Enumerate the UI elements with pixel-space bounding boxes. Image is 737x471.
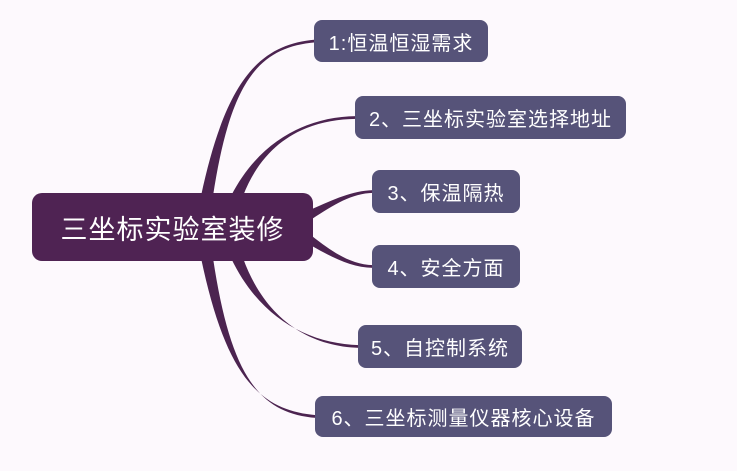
root-node[interactable]: 三坐标实验室装修: [32, 193, 313, 261]
branch-node-5[interactable]: 5、自控制系统: [358, 325, 522, 368]
branch-connector-1: [201, 39, 315, 196]
branch-node-4[interactable]: 4、安全方面: [372, 245, 520, 288]
branch-node-1[interactable]: 1:恒温恒湿需求: [314, 20, 488, 62]
branch-connector-2: [231, 116, 356, 196]
branch-node-6[interactable]: 6、三坐标测量仪器核心设备: [315, 396, 612, 437]
branch-node-label: 2、三坐标实验室选择地址: [368, 109, 613, 131]
branch-node-label: 3、保温隔热: [387, 183, 505, 205]
branch-connector-5: [231, 258, 359, 348]
branch-connector-6: [201, 258, 316, 418]
branch-connector-4: [312, 236, 373, 268]
branch-node-label: 4、安全方面: [387, 258, 505, 280]
branch-connector-3: [312, 190, 373, 219]
root-node-label: 三坐标实验室装修: [60, 214, 285, 245]
branch-node-3[interactable]: 3、保温隔热: [372, 170, 520, 213]
branch-node-label: 6、三坐标测量仪器核心设备: [331, 408, 596, 430]
branch-node-label: 1:恒温恒湿需求: [328, 32, 474, 55]
branch-node-label: 5、自控制系统: [370, 338, 510, 360]
branch-node-2[interactable]: 2、三坐标实验室选择地址: [355, 96, 626, 139]
